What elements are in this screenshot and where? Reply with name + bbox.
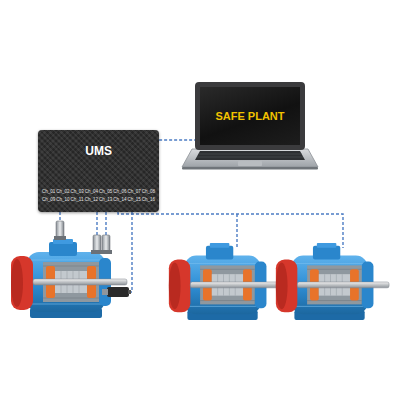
channel-label: Ch_08 — [142, 190, 155, 195]
channel-label: Ch_01 — [42, 190, 55, 195]
laptop-base — [182, 149, 318, 170]
channel-label: Ch_14 — [113, 198, 126, 203]
channel-label: Ch_15 — [128, 198, 141, 203]
channel-label: Ch_04 — [85, 190, 98, 195]
motor — [276, 243, 389, 320]
channel-label: Ch_03 — [71, 190, 84, 195]
screen-title: SAFE PLANT — [215, 110, 284, 122]
channel-label: Ch_13 — [99, 198, 112, 203]
channel-label: Ch_11 — [71, 198, 84, 203]
channel-label: Ch_16 — [142, 198, 155, 203]
channel-label: Ch_05 — [99, 190, 112, 195]
laptop-screen: SAFE PLANT — [195, 82, 305, 150]
controller-name: UMS — [42, 144, 155, 158]
vibration-sensor — [54, 221, 66, 240]
motor — [169, 243, 282, 320]
network-cable — [159, 139, 195, 141]
vibration-sensor — [100, 235, 112, 254]
channel-label: Ch_10 — [56, 198, 69, 203]
controller-box: UMSCh_01Ch_02Ch_03Ch_04Ch_05Ch_06Ch_07Ch… — [38, 130, 159, 212]
channel-label: Ch_07 — [128, 190, 141, 195]
channel-label: Ch_02 — [56, 190, 69, 195]
channel-label: Ch_06 — [113, 190, 126, 195]
speed-sensor — [102, 287, 131, 297]
channel-label: Ch_09 — [42, 198, 55, 203]
channel-label: Ch_12 — [85, 198, 98, 203]
motor — [11, 239, 127, 318]
sensor-wires — [60, 212, 343, 292]
